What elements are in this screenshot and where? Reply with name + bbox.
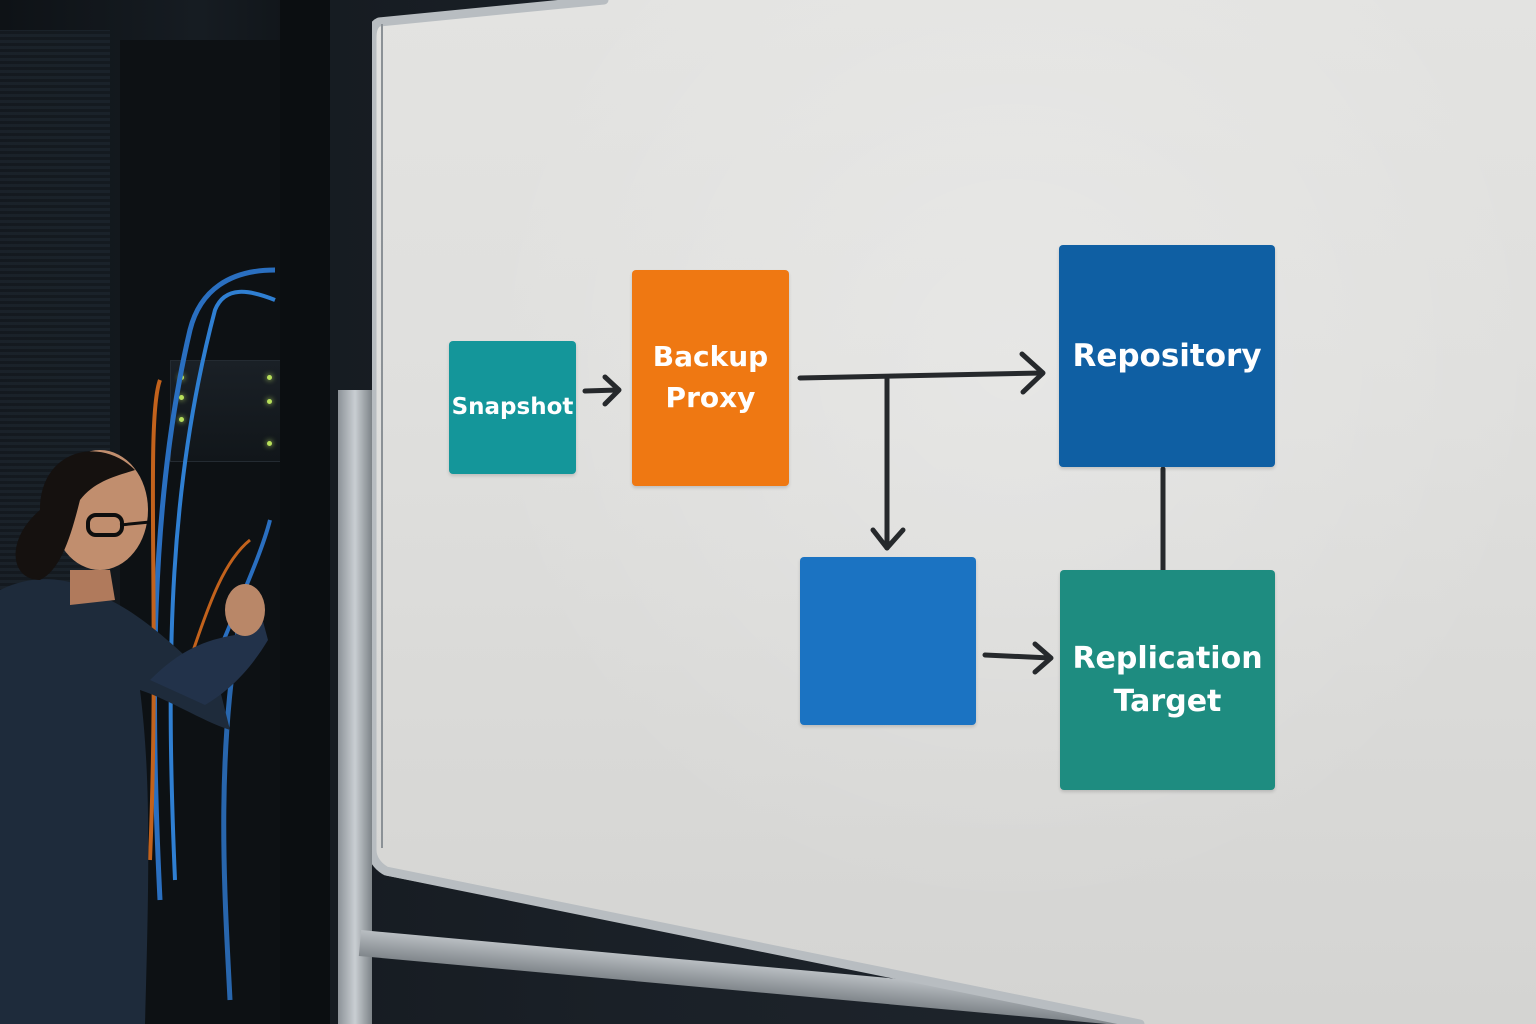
status-led (179, 395, 184, 400)
status-led (267, 441, 272, 446)
person-technician (0, 450, 268, 1024)
node-snapshot: Snapshot (449, 341, 576, 474)
status-led (267, 399, 272, 404)
status-led (179, 417, 184, 422)
node-repository: Repository (1059, 245, 1275, 467)
edge-backup-proxy-to-unlabeled (870, 376, 906, 551)
status-led (267, 375, 272, 380)
edge-unlabeled-to-replication-target (982, 641, 1054, 675)
node-replication-target: Replication Target (1060, 570, 1275, 790)
node-backup-proxy: Backup Proxy (632, 270, 789, 486)
rack-frame (280, 0, 330, 1024)
whiteboard-stand-post (338, 390, 372, 1024)
edge-snapshot-to-backup-proxy (582, 374, 622, 407)
node-unlabeled (800, 557, 976, 725)
server-rack (0, 0, 330, 1024)
edge-backup-proxy-to-repository (797, 351, 1046, 395)
